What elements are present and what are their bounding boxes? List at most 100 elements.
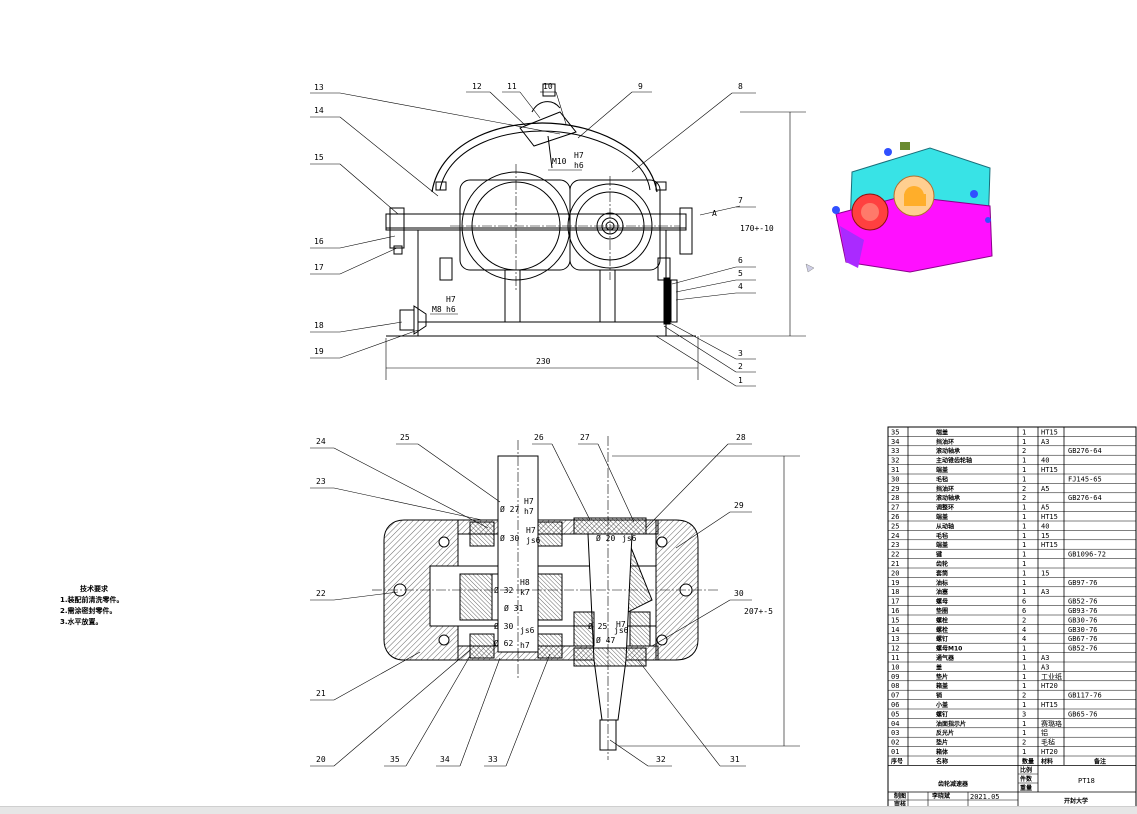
bom-cell-qty: 1	[1022, 579, 1026, 587]
callout-35: 35	[390, 755, 400, 764]
bom-drawn-label: 制图	[894, 792, 906, 800]
callout-13: 13	[314, 83, 324, 92]
fit-m10-h7: H7	[574, 151, 584, 160]
bom-cell-note: GB276-64	[1068, 494, 1102, 502]
bom-cell-mat: HT20	[1041, 748, 1058, 756]
bom-cell-no: 27	[891, 504, 899, 512]
callout-2: 2	[738, 362, 743, 371]
bom-weight-label: 重量	[1020, 784, 1032, 792]
bom-cell-name: 键	[935, 551, 943, 559]
bom-cell-no: 17	[891, 598, 899, 606]
callout-34: 34	[440, 755, 450, 764]
fit-m10-h6: h6	[574, 161, 584, 170]
bom-cell-no: 25	[891, 522, 899, 530]
bom-cell-no: 20	[891, 569, 899, 577]
bom-cell-qty: 2	[1022, 692, 1026, 700]
bom-cell-no: 11	[891, 654, 899, 662]
bom-cell-no: 18	[891, 588, 899, 596]
dim-d30-js6: js6	[526, 536, 541, 545]
bom-cell-qty: 1	[1022, 428, 1026, 436]
callout-5: 5	[738, 269, 743, 278]
callout-31: 31	[730, 755, 740, 764]
bom-cell-qty: 2	[1022, 447, 1026, 455]
bom-table: 齿轮减速器 比例 件数 重量 PT18 制图 李晓斌 2021.05 审核 开封…	[887, 426, 1137, 809]
bom-cell-mat: 15	[1041, 569, 1049, 577]
bom-cell-mat: HT15	[1041, 428, 1058, 436]
bom-cell-qty: 2	[1022, 616, 1026, 624]
bom-cell-qty: 2	[1022, 494, 1026, 502]
bom-cell-mat: 赛璐珞	[1041, 719, 1062, 728]
bom-cell-note: GB93-76	[1068, 607, 1098, 615]
dim-d30-h7: H7	[526, 526, 536, 535]
dim-d27-h7: H7	[524, 497, 534, 506]
bom-cell-mat: A3	[1041, 588, 1049, 596]
bom-cell-qty: 1	[1022, 560, 1026, 568]
bom-cell-qty: 1	[1022, 569, 1026, 577]
bom-cell-no: 31	[891, 466, 899, 474]
bom-date: 2021.05	[970, 793, 1000, 801]
callout-25: 25	[400, 433, 410, 442]
note-3: 3.水平放置。	[60, 618, 103, 626]
bom-cell-qty: 6	[1022, 598, 1026, 606]
bom-cell-qty: 1	[1022, 475, 1026, 483]
bom-cell-name: 销	[936, 692, 942, 700]
bom-cell-note: GB52-76	[1068, 598, 1098, 606]
bom-cell-note: GB276-64	[1068, 447, 1102, 455]
bom-cell-mat: 40	[1041, 457, 1049, 465]
bom-cell-no: 16	[891, 607, 899, 615]
bom-cell-name: 主动锥齿轮轴	[936, 457, 972, 465]
bom-cell-mat: A5	[1041, 504, 1049, 512]
bom-cell-qty: 4	[1022, 626, 1026, 634]
callout-18: 18	[314, 321, 324, 330]
section-dims	[612, 455, 800, 747]
fit-m8-h7: H7	[446, 295, 456, 304]
callout-9: 9	[638, 82, 643, 91]
callout-20: 20	[316, 755, 326, 764]
bom-cell-name: 螺母	[936, 598, 948, 606]
bom-cell-note: GB1096-72	[1068, 551, 1106, 559]
bom-cell-no: 32	[891, 457, 899, 465]
bom-cell-qty: 1	[1022, 720, 1026, 728]
callout-19: 19	[314, 347, 324, 356]
bom-cell-no: 26	[891, 513, 899, 521]
dim-d47: Ø 47	[596, 635, 615, 645]
dim-d30: Ø 30	[500, 533, 519, 543]
bom-cell-mat: HT15	[1041, 466, 1058, 474]
bom-cell-no: 35	[891, 428, 899, 436]
bom-drawing-no: PT18	[1078, 777, 1095, 785]
bom-header-qty: 数量	[1022, 757, 1034, 765]
dim-170: 170+-10	[740, 224, 774, 233]
dim-d62: Ø 62	[494, 638, 513, 648]
front-leaders	[310, 91, 756, 387]
bom-cell-name: 端盖	[936, 541, 948, 549]
bom-cell-qty: 1	[1022, 588, 1026, 596]
dim-d32: Ø 32	[494, 585, 513, 595]
bom-cell-no: 23	[891, 541, 899, 549]
bom-cell-no: 03	[891, 729, 899, 737]
bom-cell-name: 油标	[936, 579, 948, 587]
bom-cell-name: 毛毡	[936, 532, 948, 540]
bom-cell-qty: 1	[1022, 504, 1026, 512]
bom-cell-name: 反光片	[936, 729, 954, 737]
bom-cell-note: FJ145-65	[1068, 475, 1102, 483]
bom-header-name: 名称	[936, 757, 948, 765]
bom-cell-name: 螺栓	[936, 616, 948, 624]
callout-15: 15	[314, 153, 324, 162]
bom-cell-note: GB30-76	[1068, 626, 1098, 634]
bom-cell-mat: 15	[1041, 532, 1049, 540]
dim-207: 207+-5	[744, 607, 773, 616]
bom-cell-mat: HT15	[1041, 541, 1058, 549]
bom-review-label: 审核	[894, 800, 906, 808]
bom-cell-qty: 1	[1022, 532, 1026, 540]
bom-cell-no: 21	[891, 560, 899, 568]
bom-cell-qty: 3	[1022, 710, 1026, 718]
section-view	[383, 455, 699, 751]
bom-cell-no: 15	[891, 616, 899, 624]
bom-cell-no: 04	[891, 720, 899, 728]
bom-cell-no: 29	[891, 485, 899, 493]
callout-29: 29	[734, 501, 744, 510]
bom-cell-mat: A3	[1041, 438, 1049, 446]
dimension-labels: 230 170+-10 207+-5 A M10 H7 h6 M8 H7 h6 …	[432, 151, 774, 650]
bom-cell-name: 油面指示片	[936, 720, 966, 728]
bom-cell-qty: 1	[1022, 438, 1026, 446]
